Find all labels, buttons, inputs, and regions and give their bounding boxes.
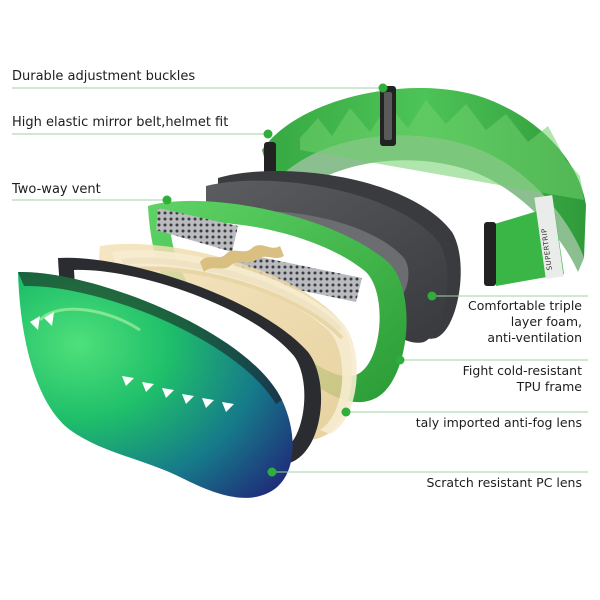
- marker-pc: [267, 467, 277, 477]
- marker-vent: [162, 195, 172, 205]
- callout-vent: Two-way vent: [12, 182, 101, 197]
- marker-frame: [395, 355, 405, 365]
- callout-foam-line3: anti-ventilation: [487, 330, 582, 345]
- callout-frame: Fight cold-resistant TPU frame: [463, 363, 582, 395]
- pc-mirror-lens: [18, 271, 293, 498]
- callout-foam-line2: layer foam,: [510, 314, 582, 329]
- front-vent: [232, 252, 362, 302]
- callout-frame-line1: Fight cold-resistant: [462, 363, 582, 378]
- marker-foam: [427, 291, 437, 301]
- callout-pc: Scratch resistant PC lens: [426, 475, 582, 490]
- callout-foam-line1: Comfortable triple: [468, 298, 582, 313]
- lens-vent-triangles: [30, 312, 234, 412]
- side-buckle: [484, 222, 496, 286]
- callout-markers: [162, 83, 437, 477]
- callout-frame-line2: TPU frame: [516, 379, 582, 394]
- marker-buckles: [378, 83, 388, 93]
- callout-leaders: [12, 87, 588, 473]
- top-vent: [156, 208, 238, 252]
- callout-antifog: taly imported anti-fog lens: [415, 415, 582, 430]
- marker-antifog: [341, 407, 351, 417]
- callout-belt: High elastic mirror belt,helmet fit: [12, 115, 229, 130]
- callout-buckles: Durable adjustment buckles: [12, 69, 196, 84]
- marker-belt: [263, 129, 273, 139]
- callout-foam: Comfortable triple layer foam, anti-vent…: [468, 298, 582, 346]
